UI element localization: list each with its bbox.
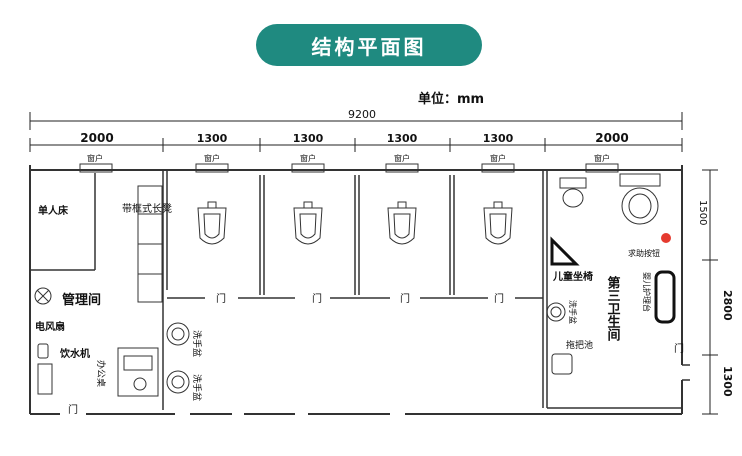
- dim-right-2: 2800: [721, 290, 734, 321]
- toilet-1: [559, 177, 587, 208]
- washbasin-label-1: 洗手盆: [191, 330, 203, 357]
- bed-label: 单人床: [38, 204, 69, 217]
- total-dimension-label: 9200: [348, 108, 376, 121]
- dim-seg-4: 1300: [387, 132, 418, 145]
- dim-seg-1: 2000: [80, 131, 113, 145]
- mop-pool-label: 拖把池: [566, 339, 593, 351]
- dim-right-1: 1500: [697, 200, 708, 225]
- urinal-1: [197, 201, 227, 245]
- door-label-5: 门: [68, 403, 78, 416]
- door-label-2: 门: [312, 292, 322, 305]
- urinals: [197, 201, 513, 245]
- third-toilet-label: 第三卫生间: [605, 275, 621, 342]
- bench-label: 带框式长凳: [122, 202, 172, 215]
- dim-seg-6: 2000: [595, 131, 628, 145]
- windows: 窗户 窗户 窗户 窗户 窗户 窗户: [79, 153, 619, 173]
- total-dimension: [29, 112, 683, 130]
- window-label-6: 窗户: [594, 153, 610, 163]
- window-4: [385, 163, 419, 173]
- dim-seg-2: 1300: [197, 132, 228, 145]
- dim-seg-3: 1300: [293, 132, 324, 145]
- desk-label: 办公桌: [95, 360, 107, 387]
- toilets: [559, 173, 661, 225]
- fan-label: 电风扇: [35, 320, 65, 333]
- washbasin-label-2: 洗手盆: [191, 374, 203, 401]
- baby-table-label: 婴儿护理台: [642, 272, 652, 312]
- washbasin-3: [546, 302, 566, 322]
- window-3: [291, 163, 325, 173]
- washbasin-1: [166, 322, 190, 346]
- office-desk: [117, 347, 159, 397]
- window-label-4: 窗户: [394, 153, 410, 163]
- segment-dimensions: [29, 138, 683, 152]
- urinal-2: [293, 201, 323, 245]
- fan-icon: [34, 287, 52, 305]
- window-label-1: 窗户: [87, 153, 103, 163]
- bench: [137, 185, 163, 303]
- page-title: 结构平面图: [256, 24, 482, 66]
- interior-walls: [30, 170, 690, 410]
- child-seat-label: 儿童坐椅: [552, 270, 593, 283]
- window-6: [585, 163, 619, 173]
- unit-label: 单位：mm: [418, 91, 484, 107]
- window-label-3: 窗户: [300, 153, 316, 163]
- window-label-5: 窗户: [490, 153, 506, 163]
- baby-table: [654, 270, 676, 324]
- door-label-4: 门: [494, 292, 504, 305]
- window-1: [79, 163, 113, 173]
- right-dimensions: [702, 169, 718, 415]
- washbasin-label-3: 洗手盆: [568, 300, 578, 324]
- outer-walls: [29, 165, 683, 415]
- window-2: [195, 163, 229, 173]
- dim-right-3: 1300: [721, 366, 734, 397]
- window-5: [481, 163, 515, 173]
- water-machine-label: 饮水机: [59, 347, 90, 360]
- mop-pool: [551, 353, 573, 375]
- door-label-6: 门: [674, 342, 684, 355]
- door-label-3: 门: [400, 292, 410, 305]
- child-seat-icon: [550, 236, 580, 266]
- urinal-3: [387, 201, 417, 245]
- window-label-2: 窗户: [204, 153, 220, 163]
- dim-seg-5: 1300: [483, 132, 514, 145]
- office-label: 管理间: [62, 292, 101, 308]
- help-button-icon: [661, 233, 671, 243]
- door-label-1: 门: [216, 292, 226, 305]
- toilet-2: [619, 173, 661, 225]
- urinal-4: [483, 201, 513, 245]
- help-button-label: 求助按钮: [628, 248, 660, 258]
- washbasin-2: [166, 370, 190, 394]
- washbasins: [166, 322, 190, 394]
- water-dispenser: [37, 343, 53, 395]
